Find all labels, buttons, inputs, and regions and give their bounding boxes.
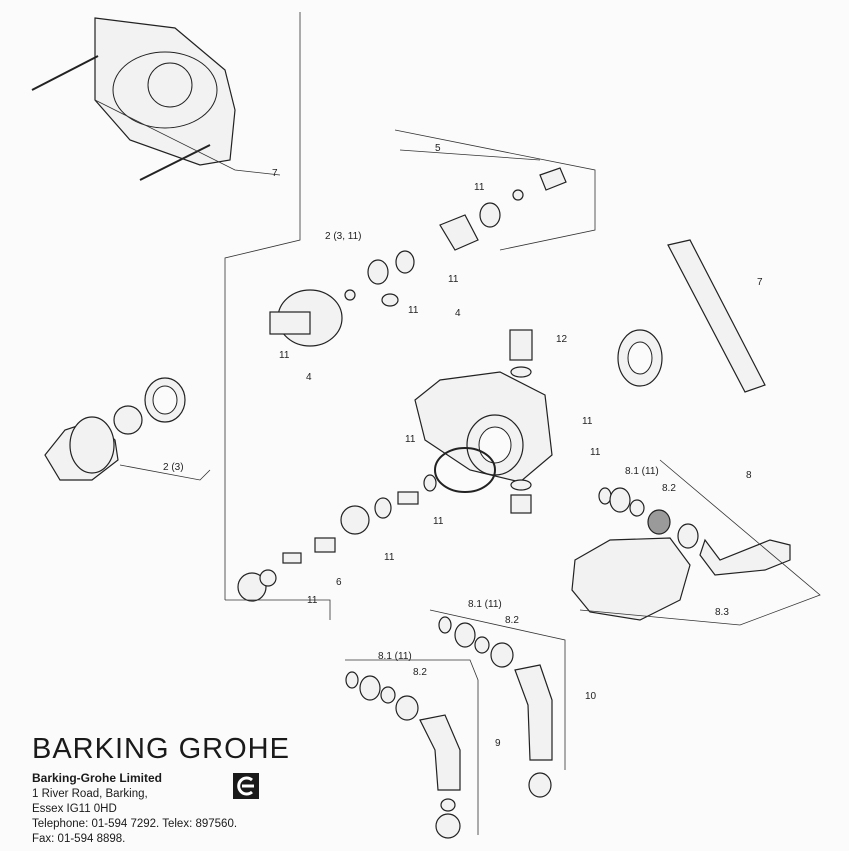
cartridge-assembly xyxy=(269,167,567,347)
callout-11: 11 xyxy=(582,416,593,427)
callout-2-3-11: 2 (3, 11) xyxy=(325,231,362,242)
callout-8: 8 xyxy=(746,470,752,481)
callout-4: 4 xyxy=(306,372,312,383)
company-name: Barking-Grohe Limited xyxy=(32,771,163,785)
cover-cap xyxy=(571,537,691,621)
callout-8-3: 8.3 xyxy=(715,607,729,618)
callout-7-top: 7 xyxy=(272,168,278,179)
callout-12: 12 xyxy=(556,334,568,345)
valve-parts xyxy=(237,474,437,602)
escutcheon-plate xyxy=(94,17,236,166)
callout-8-1-11: 8.1 (11) xyxy=(625,466,659,477)
callout-11: 11 xyxy=(307,595,318,606)
callout-4: 4 xyxy=(455,308,461,319)
callout-11: 11 xyxy=(384,552,395,563)
brand-name: BARKING GROHE xyxy=(32,733,290,765)
callout-11: 11 xyxy=(279,350,290,361)
wall-screw xyxy=(31,55,211,181)
callout-8-2: 8.2 xyxy=(413,667,427,678)
callout-8-1-11: 8.1 (11) xyxy=(468,599,502,610)
temperature-knob xyxy=(44,416,119,481)
callout-5: 5 xyxy=(435,143,441,154)
inlet-elbow-middle xyxy=(438,616,553,798)
callout-6: 6 xyxy=(336,577,342,588)
callout-8-2: 8.2 xyxy=(505,615,519,626)
callout-10: 10 xyxy=(585,691,597,702)
callout-8-2: 8.2 xyxy=(662,483,676,494)
callout-11: 11 xyxy=(408,305,419,316)
mounting-strip xyxy=(667,239,766,393)
mixer-body xyxy=(414,371,553,493)
address-line-1: 1 River Road, Barking, xyxy=(32,788,148,800)
threaded-sleeve xyxy=(113,377,186,435)
fax-line: Fax: 01-594 8898. xyxy=(32,833,126,845)
callout-11: 11 xyxy=(405,434,416,445)
callout-9: 9 xyxy=(495,738,501,749)
callout-11: 11 xyxy=(474,182,485,193)
inlet-elbow-right xyxy=(598,487,791,576)
telephone-line: Telephone: 01-594 7292. Telex: 897560. xyxy=(32,818,238,830)
grohe-logo-icon xyxy=(233,773,259,799)
callout-8-1-11: 8.1 (11) xyxy=(378,651,412,662)
inlet-elbow-left xyxy=(345,671,461,839)
address-line-2: Essex IG11 0HD xyxy=(32,803,117,815)
callout-11: 11 xyxy=(448,274,459,285)
callout-11: 11 xyxy=(433,516,444,527)
mounting-flange xyxy=(617,329,663,387)
callout-11: 11 xyxy=(590,447,601,458)
outlet-nut xyxy=(509,329,533,514)
callout-2-3: 2 (3) xyxy=(163,462,184,473)
callout-7-right: 7 xyxy=(757,277,763,288)
